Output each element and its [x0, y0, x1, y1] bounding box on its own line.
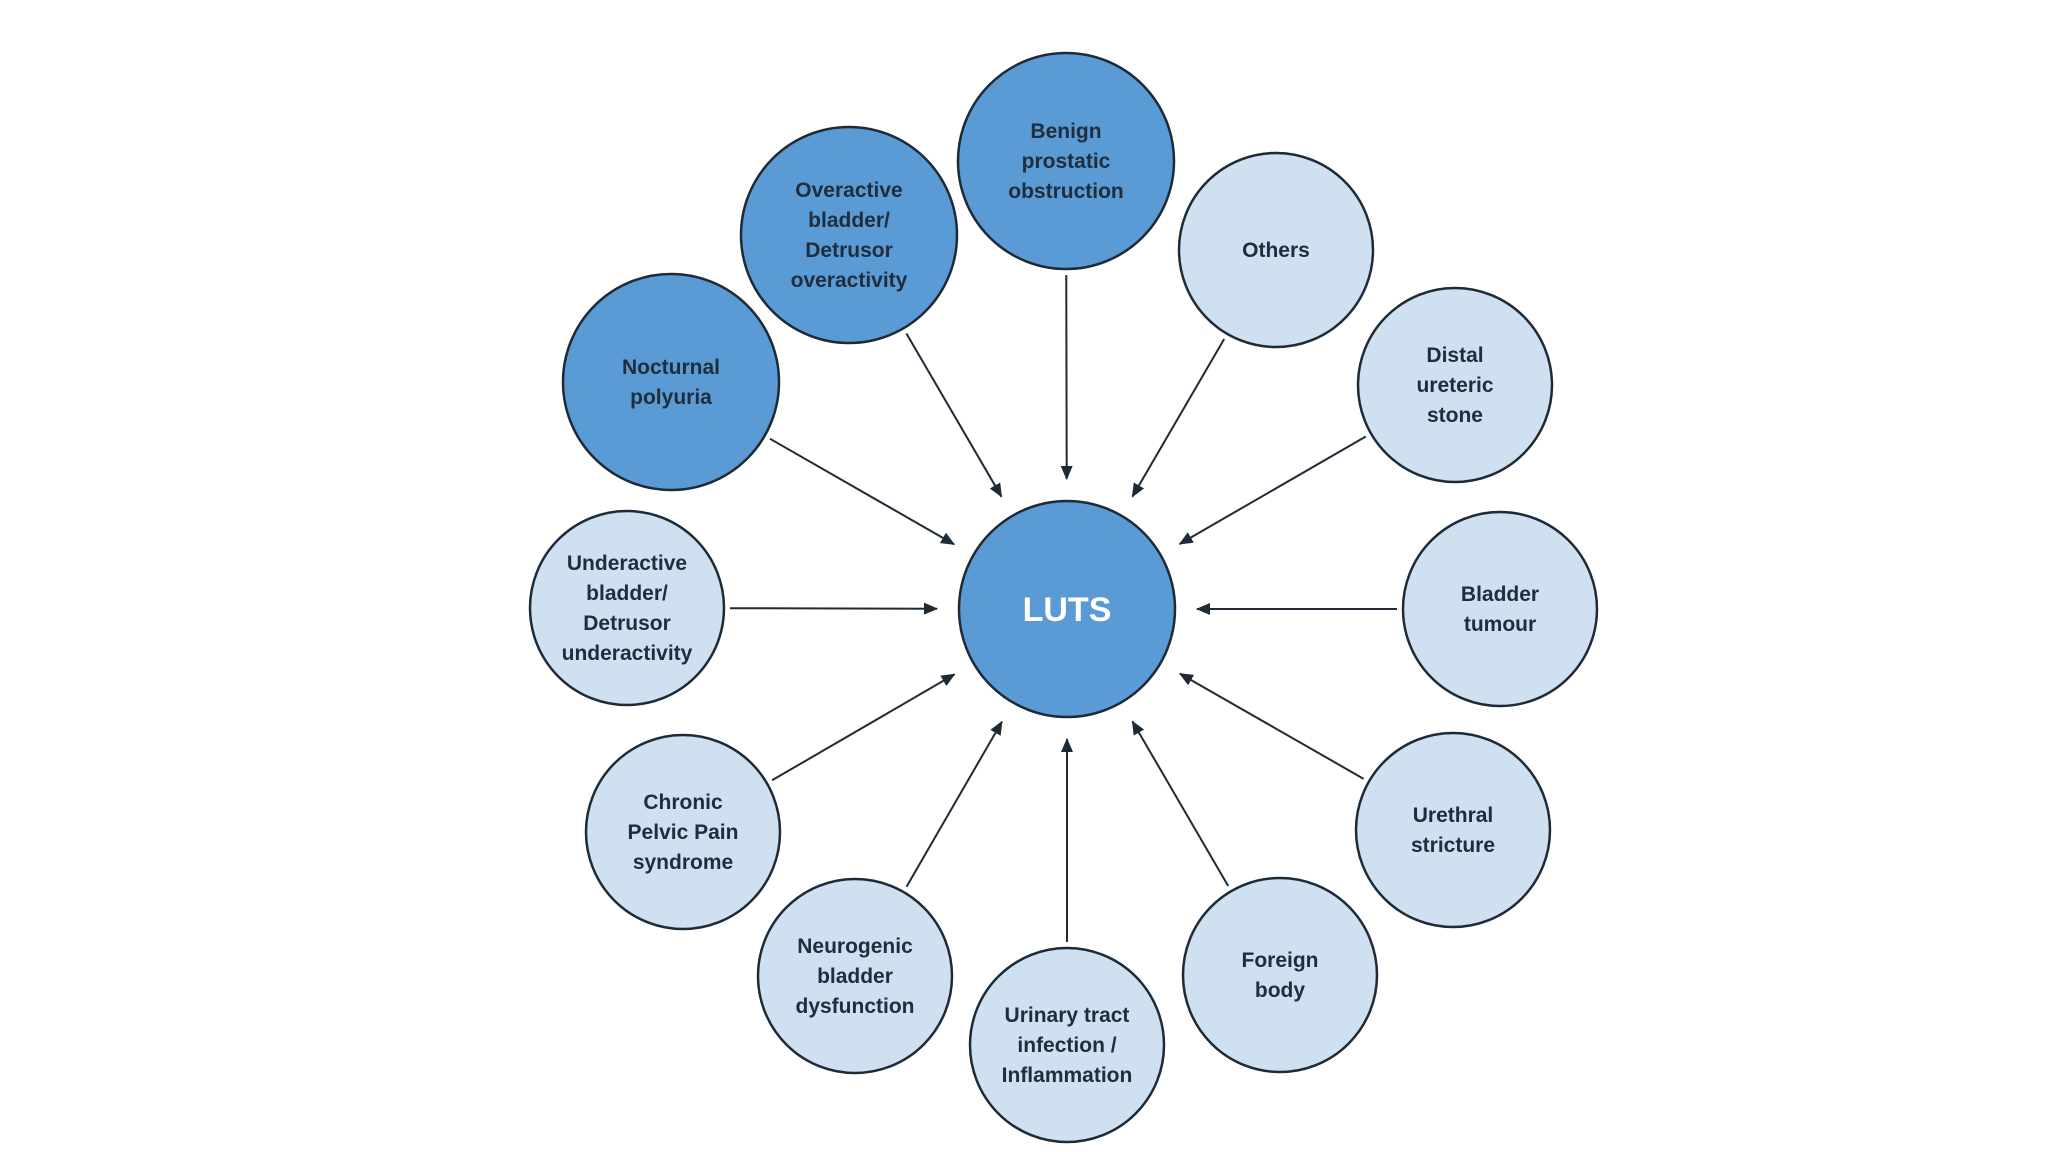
node-label-neurogenic-bladder-dysfunction-line-2: bladder: [817, 965, 893, 988]
node-label-overactive-bladder-line-2: bladder/: [808, 209, 890, 232]
node-label-urethral-stricture-line-1: Urethral: [1413, 804, 1494, 827]
node-label-bladder-tumour-line-1: Bladder: [1461, 583, 1539, 606]
node-circle-neurogenic-bladder-dysfunction: [756, 877, 954, 1075]
node-label-benign-prostatic-obstruction-line-1: Benign: [1030, 120, 1101, 143]
node-label-overactive-bladder-line-3: Detrusor: [805, 239, 893, 262]
node-circle-urinary-tract-infection: [968, 946, 1166, 1144]
node-nocturnal-polyuria: Nocturnal polyuria: [561, 272, 781, 492]
node-circle-foreign-body: [1181, 876, 1379, 1074]
node-label-benign-prostatic-obstruction-line-2: prostatic: [1022, 150, 1111, 173]
node-others: Others: [1177, 151, 1375, 349]
arrow-others: [1131, 338, 1226, 498]
arrow-distal-ureteric-stone: [1178, 435, 1367, 545]
node-benign-prostatic-obstruction: Benign prostatic obstruction: [956, 51, 1176, 271]
arrow-foreign-body: [1131, 720, 1230, 887]
node-label-underactive-bladder-line-4: underactivity: [562, 642, 693, 665]
node-circle-nocturnal-polyuria: [561, 272, 781, 492]
node-distal-ureteric-stone: Distal ureteric stone: [1356, 286, 1554, 484]
node-circle-distal-ureteric-stone: [1356, 286, 1554, 484]
node-label-chronic-pelvic-pain-syndrome-line-2: Pelvic Pain: [628, 821, 739, 844]
node-label-foreign-body-line-2: body: [1255, 979, 1305, 1002]
node-neurogenic-bladder-dysfunction: Neurogenic bladder dysfunction: [756, 877, 954, 1075]
node-label-overactive-bladder-line-1: Overactive: [795, 179, 902, 202]
node-overactive-bladder: Overactive bladder/Detrusor overactivity: [739, 125, 959, 345]
node-urethral-stricture: Urethral stricture: [1354, 731, 1552, 929]
arrow-urethral-stricture: [1178, 672, 1365, 780]
node-urinary-tract-infection: Urinary tract infection / Inflammation: [968, 946, 1166, 1144]
arrow-overactive-bladder: [905, 332, 1003, 498]
node-circle-bladder-tumour: [1401, 510, 1599, 708]
node-label-nocturnal-polyuria-line-1: Nocturnal: [622, 356, 720, 379]
node-label-urinary-tract-infection-line-1: Urinary tract: [1005, 1004, 1130, 1027]
arrow-neurogenic-bladder-dysfunction: [905, 720, 1003, 888]
node-label-underactive-bladder-line-3: Detrusor: [583, 612, 671, 635]
node-label-neurogenic-bladder-dysfunction-line-1: Neurogenic: [797, 935, 913, 958]
node-label-neurogenic-bladder-dysfunction-line-3: dysfunction: [796, 995, 915, 1018]
node-label-chronic-pelvic-pain-syndrome-line-3: syndrome: [633, 851, 733, 874]
node-label-urinary-tract-infection-line-3: Inflammation: [1002, 1064, 1133, 1087]
node-label-distal-ureteric-stone-line-2: ureteric: [1416, 374, 1493, 397]
node-label-overactive-bladder-line-4: overactivity: [791, 269, 908, 292]
node-label-nocturnal-polyuria-line-2: polyuria: [630, 386, 712, 409]
node-circle-others: [1177, 151, 1375, 349]
node-label-foreign-body-line-1: Foreign: [1242, 949, 1319, 972]
node-circle-underactive-bladder: [528, 509, 726, 707]
arrows-layer: [729, 274, 1397, 942]
node-label-benign-prostatic-obstruction-line-3: obstruction: [1008, 180, 1124, 203]
center-node: LUTS: [957, 499, 1177, 719]
node-circle-urethral-stricture: [1354, 731, 1552, 929]
node-label-distal-ureteric-stone-line-1: Distal: [1426, 344, 1483, 367]
node-circle-chronic-pelvic-pain-syndrome: [584, 733, 782, 931]
node-bladder-tumour: Bladder tumour: [1401, 510, 1599, 708]
arrow-chronic-pelvic-pain-syndrome: [771, 673, 956, 782]
node-label-underactive-bladder-line-2: bladder/: [586, 582, 668, 605]
node-circle-overactive-bladder: [739, 125, 959, 345]
node-label-bladder-tumour-line-2: tumour: [1464, 613, 1536, 636]
arrow-nocturnal-polyuria: [769, 437, 956, 546]
node-foreign-body: Foreign body: [1181, 876, 1379, 1074]
center-label: LUTS: [1023, 591, 1112, 629]
node-underactive-bladder: Underactive bladder/Detrusor underactivity: [528, 509, 726, 707]
node-label-distal-ureteric-stone-line-3: stone: [1427, 404, 1483, 427]
node-label-chronic-pelvic-pain-syndrome-line-1: Chronic: [643, 791, 723, 814]
node-label-others-line-1: Others: [1242, 239, 1310, 262]
node-label-underactive-bladder-line-1: Underactive: [567, 552, 687, 575]
center-circle: [957, 499, 1177, 719]
node-circle-benign-prostatic-obstruction: [956, 51, 1176, 271]
node-label-urethral-stricture-line-2: stricture: [1411, 834, 1495, 857]
node-label-urinary-tract-infection-line-2: infection /: [1017, 1034, 1116, 1057]
